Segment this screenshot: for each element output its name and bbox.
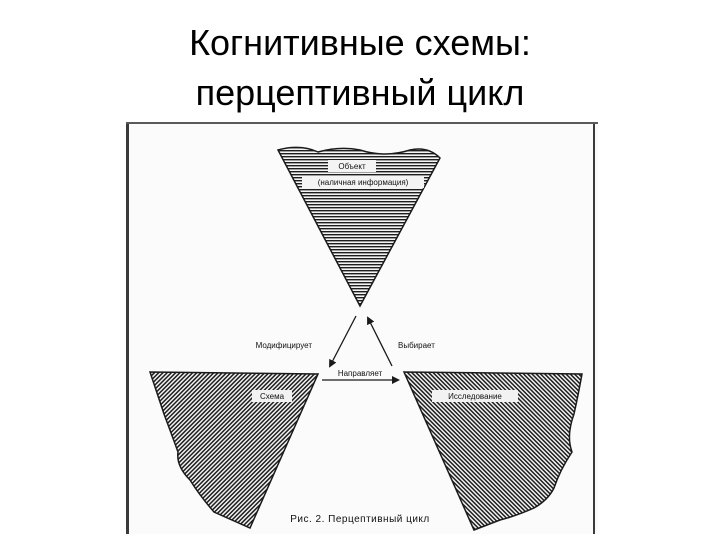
object-note: (наличная информация) <box>318 178 409 187</box>
exploration-node: Исследование <box>402 371 583 531</box>
title-line-1: Когнитивные схемы: <box>189 22 531 63</box>
exploration-label-bg <box>432 390 518 402</box>
modifies-arrow <box>329 315 357 368</box>
exploration-label: Исследование <box>448 392 502 401</box>
selects-label: Выбирает <box>398 341 435 350</box>
schema-label: Схема <box>260 392 285 401</box>
modifies-label: Модифицирует <box>256 341 313 350</box>
schema-triangle <box>148 371 320 529</box>
object-label-bg <box>328 160 376 172</box>
object-label: Объект <box>338 162 366 171</box>
exploration-triangle <box>402 371 583 531</box>
scan-edge-right <box>593 122 595 534</box>
scan-edge-top <box>126 122 598 124</box>
directs-label: Направляет <box>338 369 383 378</box>
title-line-2: перцептивный цикл <box>195 72 525 113</box>
object-note-bg <box>302 176 424 188</box>
selects-arrow <box>367 316 393 367</box>
schema-node: Схема <box>148 371 320 529</box>
scan-edge-left <box>126 122 129 534</box>
figure-caption: Рис. 2. Перцептивный цикл <box>290 514 430 525</box>
slide-title: Когнитивные схемы: перцептивный цикл <box>0 18 720 118</box>
schema-label-bg <box>252 390 292 402</box>
object-node: Объект (наличная информация) <box>276 146 441 308</box>
